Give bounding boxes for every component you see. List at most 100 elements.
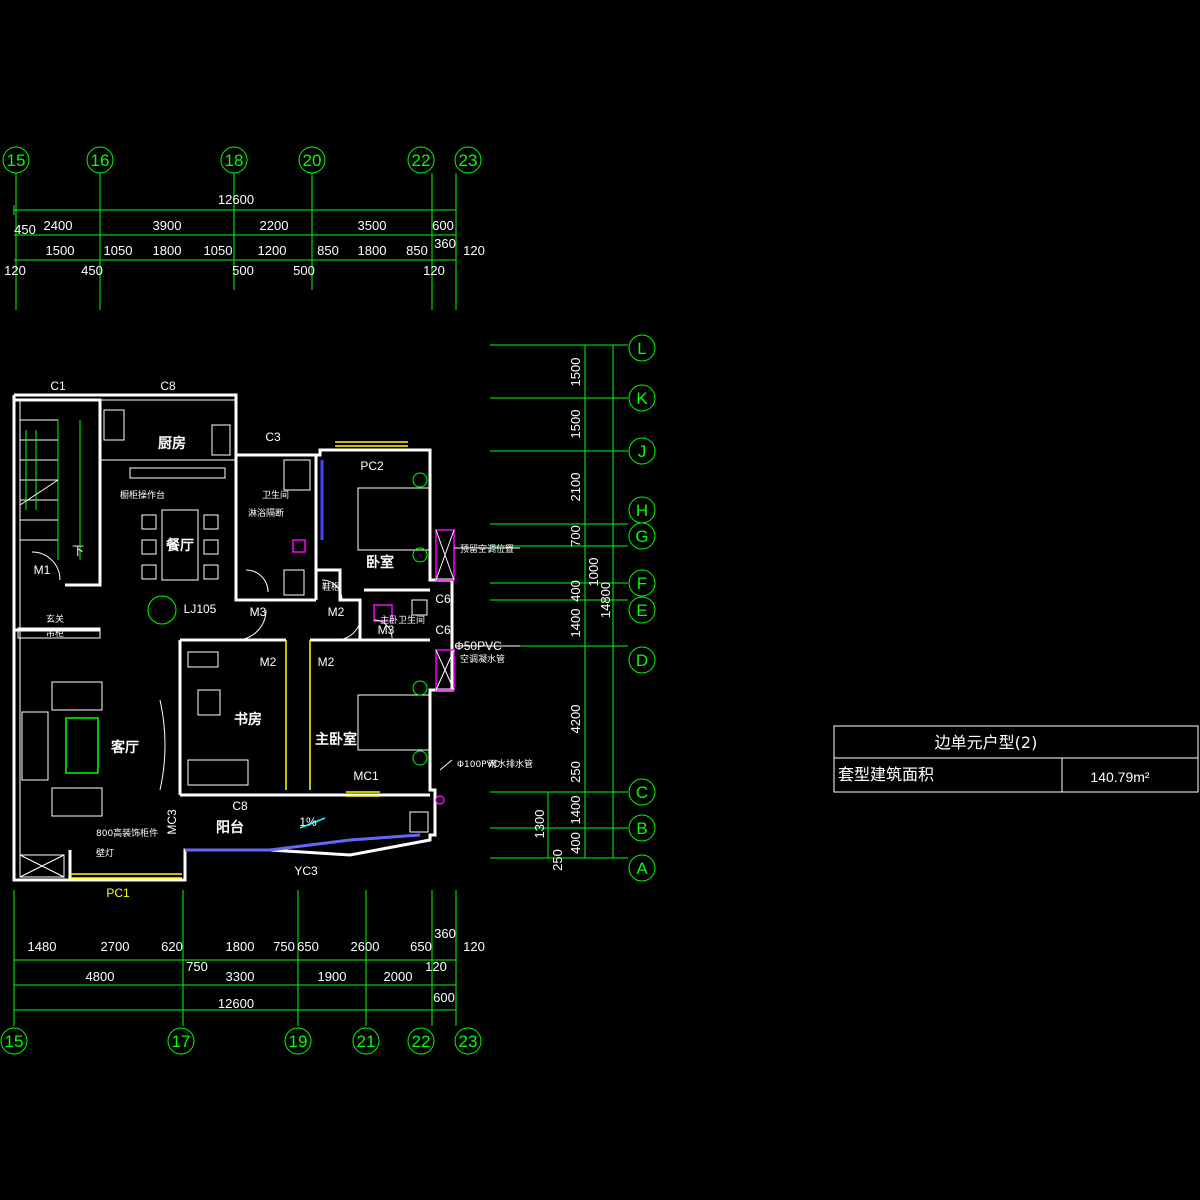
- note: 空调凝水管: [460, 653, 505, 665]
- axis-label: D: [636, 651, 648, 670]
- dim-label: 400: [568, 832, 583, 854]
- dim-label: 850: [317, 243, 339, 258]
- room-dining: 餐厅: [165, 537, 194, 554]
- axis-label: 23: [459, 151, 478, 170]
- axis-bubble: [628, 778, 656, 806]
- dim-bottom-total: 12600: [218, 996, 254, 1011]
- room-study: 书房: [234, 711, 262, 728]
- dim-label: 2000: [384, 969, 413, 984]
- dim-label: 450: [14, 222, 36, 237]
- room-living: 客厅: [110, 739, 139, 756]
- dim-label: 700: [568, 525, 583, 547]
- note: 吊柜: [46, 627, 64, 639]
- bed: [357, 487, 431, 551]
- dim-label: 750: [273, 939, 295, 954]
- bed: [357, 694, 431, 751]
- element-labels: C1 C8 C3 PC2 M1 下 M3 M2 M3 C6 C6 LJ105 M…: [34, 379, 502, 900]
- dim-label: 1400: [568, 609, 583, 638]
- axis-bubble: [628, 334, 656, 362]
- window-tag: C6: [435, 592, 451, 606]
- dim-label: 4800: [86, 969, 115, 984]
- note: 雨水排水管: [488, 758, 533, 770]
- dim-label: 2100: [568, 473, 583, 502]
- window-tag: C3: [265, 430, 281, 444]
- dim-label: 2200: [260, 218, 289, 233]
- dim-label: 1800: [226, 939, 255, 954]
- room-master: 主卧室: [315, 731, 357, 748]
- dim-label: 250: [568, 761, 583, 783]
- dim-label: 120: [463, 243, 485, 258]
- window-tag: C8: [232, 799, 248, 813]
- coffee-table: [65, 717, 99, 774]
- dim-label: 450: [81, 263, 103, 278]
- note: 淋浴隔断: [248, 507, 284, 519]
- bottom-axis-group: 15 17 19 21 22 23 1480 2700 620 1800 750…: [0, 890, 485, 1055]
- dim-label: 1400: [568, 796, 583, 825]
- axis-label: B: [636, 819, 647, 838]
- axis-bubble: [628, 646, 656, 674]
- note: 卫生间: [262, 489, 289, 501]
- slope-tag: 1%: [299, 815, 317, 829]
- axis-bubble: [454, 146, 482, 174]
- note: 壁灯: [96, 847, 114, 859]
- dim-label: 1500: [568, 410, 583, 439]
- door-tag: M3: [250, 605, 267, 619]
- axis-label: 20: [303, 151, 322, 170]
- dim-label: 1500: [46, 243, 75, 258]
- area-table: 边单元户型(2) 套型建筑面积 140.79m²: [833, 725, 1199, 793]
- dim-label: 1800: [358, 243, 387, 258]
- note: 预留空调位置: [460, 543, 514, 555]
- axis-label: 23: [459, 1032, 478, 1051]
- dim-label: 3900: [153, 218, 182, 233]
- axis-label: J: [638, 442, 647, 461]
- axis-bubble: [454, 1027, 482, 1055]
- dim-label: 1050: [204, 243, 233, 258]
- window-tag: C1: [50, 379, 66, 393]
- dim-label: 1000: [586, 558, 601, 587]
- axis-label: 17: [172, 1032, 191, 1051]
- window-tag: C8: [160, 379, 176, 393]
- axis-label: 16: [91, 151, 110, 170]
- dim-label: 620: [161, 939, 183, 954]
- dim-label: 3300: [226, 969, 255, 984]
- dim-label: 500: [232, 263, 254, 278]
- axis-label: 22: [412, 1032, 431, 1051]
- dim-label: 120: [4, 263, 26, 278]
- dim-label: 600: [433, 990, 455, 1005]
- axis-bubble: [352, 1027, 380, 1055]
- axis-label: 15: [7, 151, 26, 170]
- axis-bubble: [0, 1027, 28, 1055]
- dim-label: 1900: [318, 969, 347, 984]
- window-tag: C6: [435, 623, 451, 637]
- axis-label: C: [636, 783, 648, 802]
- door-tag: M2: [260, 655, 277, 669]
- table-area-value: 140.79m²: [1090, 769, 1149, 785]
- dim-label: 600: [432, 218, 454, 233]
- dim-label: 250: [550, 849, 565, 871]
- dim-label: 2700: [101, 939, 130, 954]
- axis-bubble: [284, 1027, 312, 1055]
- dim-label: 1800: [153, 243, 182, 258]
- stair-down-tag: 下: [72, 544, 84, 558]
- axis-label: K: [636, 389, 648, 408]
- plan-walls: [12, 393, 520, 882]
- dim-label: 2600: [351, 939, 380, 954]
- lj105-tag: LJ105: [184, 602, 217, 616]
- axis-label: 18: [225, 151, 244, 170]
- annotation-notes: 卫生间 淋浴隔断 橱柜操作台 主卧卫生间 预留空调位置 空调凝水管 雨水排水管 …: [46, 489, 533, 859]
- room-kitchen: 厨房: [158, 435, 186, 452]
- axis-bubble: [167, 1027, 195, 1055]
- axis-label: H: [636, 501, 648, 520]
- door-tag: MC1: [353, 769, 379, 783]
- window-tag: YC3: [294, 864, 318, 878]
- axis-bubble: [407, 1027, 435, 1055]
- dining-table: [161, 509, 199, 581]
- axis-bubble: [628, 569, 656, 597]
- note: 鞋柜: [322, 581, 340, 593]
- axis-bubble: [628, 854, 656, 882]
- window-tag: PC1: [106, 886, 130, 900]
- door-tag: M2: [328, 605, 345, 619]
- room-balcony: 阳台: [216, 819, 244, 836]
- note: 玄关: [46, 613, 64, 625]
